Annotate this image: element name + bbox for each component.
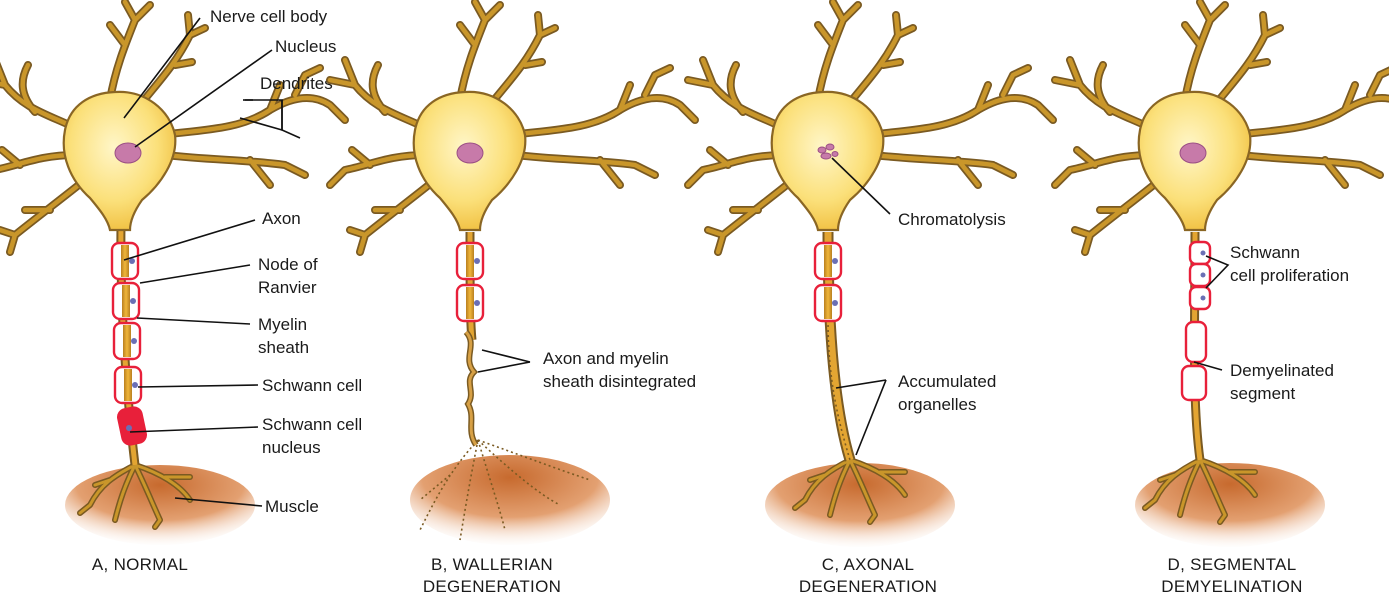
caption-c-1: C, AXONAL [822,555,914,574]
label-nerve-cell-body: Nerve cell body [210,7,328,26]
label-accumulated-1: Accumulated [898,372,996,391]
caption-c-2: DEGENERATION [799,577,937,596]
panel-c-axonal: Chromatolysis Accumulated organelles C, … [688,2,1053,596]
label-schwann-cell: Schwann cell [262,376,362,395]
panel-b-wallerian: Axon and myelin sheath disintegrated B, … [330,2,696,596]
label-myelin-sheath-1: Myelin [258,315,307,334]
label-muscle: Muscle [265,497,319,516]
caption-d-2: DEMYELINATION [1161,577,1303,596]
label-accumulated-2: organelles [898,395,976,414]
label-node-of-ranvier-2: Ranvier [258,278,317,297]
label-node-of-ranvier-1: Node of [258,255,318,274]
label-disintegrated-1: Axon and myelin [543,349,669,368]
label-demyelinated-2: segment [1230,384,1295,403]
label-myelin-sheath-2: sheath [258,338,309,357]
caption-b-1: B, WALLERIAN [431,555,553,574]
panel-a-normal: Nerve cell body Nucleus Dendrites Axon N… [0,2,362,574]
label-chromatolysis: Chromatolysis [898,210,1006,229]
caption-d-1: D, SEGMENTAL [1168,555,1297,574]
schwann-proliferation-cells [1190,242,1210,309]
muscle-shape-b [410,455,610,545]
label-nucleus: Nucleus [275,37,336,56]
label-dendrites: Dendrites [260,74,333,93]
label-schwann-cell-nucleus-2: nucleus [262,438,321,457]
label-schwann-proliferation-2: cell proliferation [1230,266,1349,285]
panel-d-segmental: Schwann cell proliferation Demyelinated … [1055,2,1389,596]
label-axon: Axon [262,209,301,228]
label-schwann-proliferation-1: Schwann [1230,243,1300,262]
label-disintegrated-2: sheath disintegrated [543,372,696,391]
caption-a: A, NORMAL [92,555,188,574]
label-demyelinated-1: Demyelinated [1230,361,1334,380]
label-schwann-cell-nucleus-1: Schwann cell [262,415,362,434]
caption-b-2: DEGENERATION [423,577,561,596]
demyelinated-segment-shape [1182,366,1206,400]
